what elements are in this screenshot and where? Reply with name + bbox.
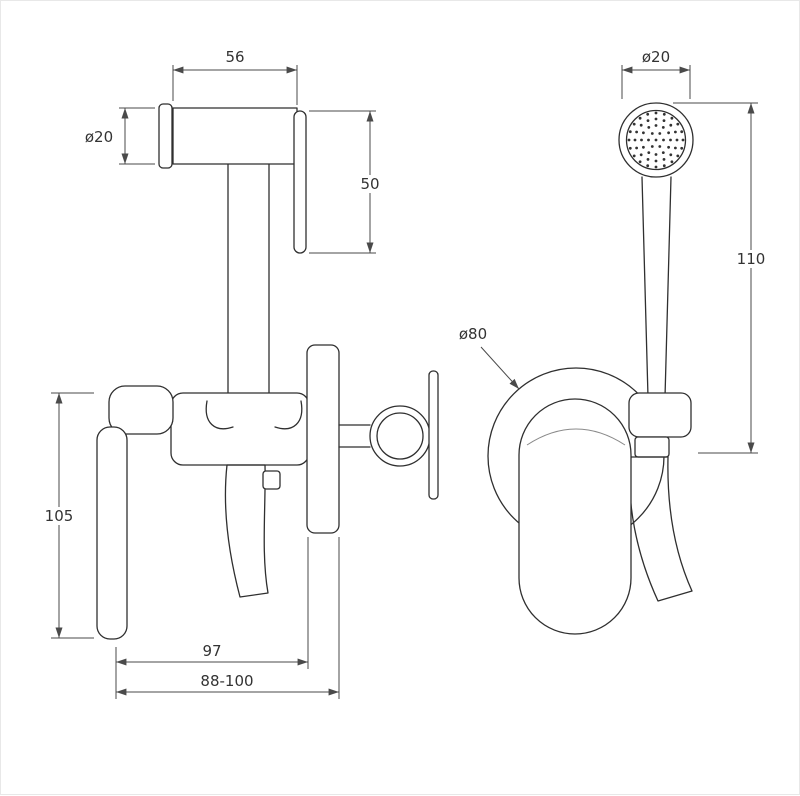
cross-handle-edge (428, 370, 439, 500)
wall-plate-side (306, 344, 340, 534)
spray-head-side (158, 103, 307, 400)
dimension-105: 105 (39, 392, 94, 639)
shutoff-valve-side (306, 344, 439, 534)
lever-cap-side (108, 385, 174, 435)
wand-holder-front (628, 392, 692, 438)
dimension-tube-diameter: ø20 (85, 107, 155, 165)
holder-clip-left (205, 400, 234, 430)
flange-leader-line (480, 346, 520, 390)
spray-wand-front (628, 176, 692, 438)
dimension-88-100: 88-100 (116, 537, 340, 699)
lever-handle-front (518, 398, 632, 635)
valve-stem (338, 424, 371, 448)
dimension-flange-diameter: ø80 (459, 325, 520, 390)
dim-label-mounting-depth: 88-100 (200, 672, 253, 690)
dimension-head-diameter: ø20 (621, 48, 691, 99)
hose-coil-side (224, 464, 269, 598)
head-face-circle (625, 109, 687, 171)
valve-knob-outer (369, 405, 431, 467)
dim-label-head-diameter: ø20 (642, 48, 670, 66)
hose-nut-front (634, 436, 670, 458)
hose-nut-side (262, 470, 281, 490)
dimension-97: 97 (115, 537, 309, 699)
spray-face-side (158, 103, 173, 169)
wand-outline (641, 176, 672, 398)
dimension-56: 56 (172, 48, 298, 105)
dim-label-body-height: 105 (45, 507, 74, 525)
dim-label-holder-width: 56 (225, 48, 244, 66)
front-view: ø20 110 ø80 (459, 48, 772, 635)
side-view: 56 ø20 50 105 97 88-100 (39, 48, 439, 699)
nozzle-dots (627, 111, 685, 169)
valve-knob-inner (376, 412, 424, 460)
dim-label-tube-diameter: ø20 (85, 128, 113, 146)
mixer-body-side (96, 385, 310, 640)
lever-seam (526, 428, 626, 446)
spray-body-side (172, 107, 298, 165)
shower-hose-front (629, 436, 693, 602)
dim-label-handle-drop: 50 (360, 175, 379, 193)
dim-label-wand-length: 110 (737, 250, 766, 268)
dimension-50: 50 (309, 110, 388, 254)
shower-hose-side (224, 464, 281, 598)
holder-tube-side (227, 160, 270, 400)
spray-handle-side (293, 110, 307, 254)
holder-clip-right (274, 400, 303, 430)
dim-label-flange-diameter: ø80 (459, 325, 487, 343)
dim-label-body-width: 97 (202, 642, 221, 660)
spray-head-front (618, 102, 694, 178)
lever-capsule (518, 398, 632, 635)
lever-paddle-side (96, 426, 128, 640)
dimension-110: 110 (673, 102, 772, 454)
